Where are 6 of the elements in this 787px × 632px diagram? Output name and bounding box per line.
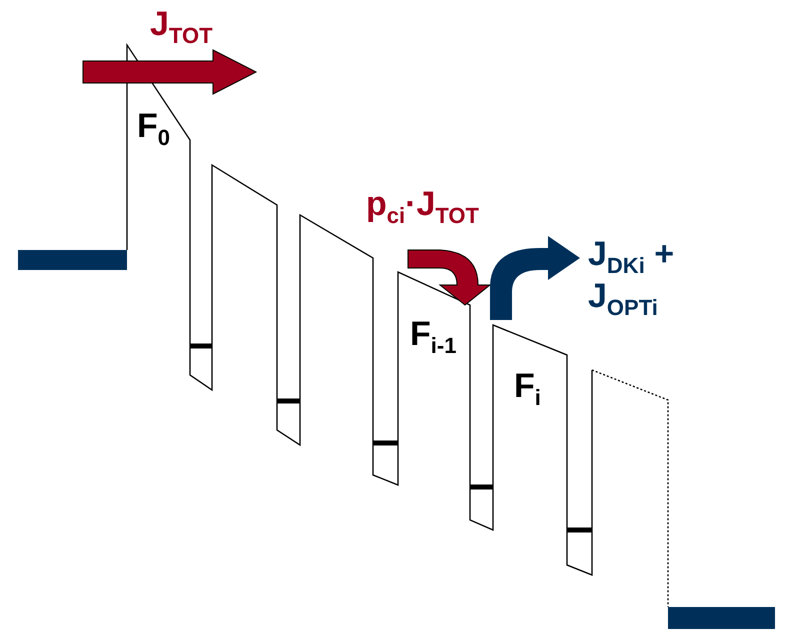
- region-label: F$_{i-1}$: [410, 316, 456, 358]
- region-label: F$_{0}$: [137, 108, 170, 150]
- region-label: F$_{i}$: [514, 368, 541, 410]
- current-label: J$_{DKi}$ + J$_{OPTi}$: [588, 236, 676, 320]
- current-label: p$_{ci}$·J$_{TOT}$: [366, 186, 479, 228]
- current-label: J$_{TOT}$: [150, 6, 213, 48]
